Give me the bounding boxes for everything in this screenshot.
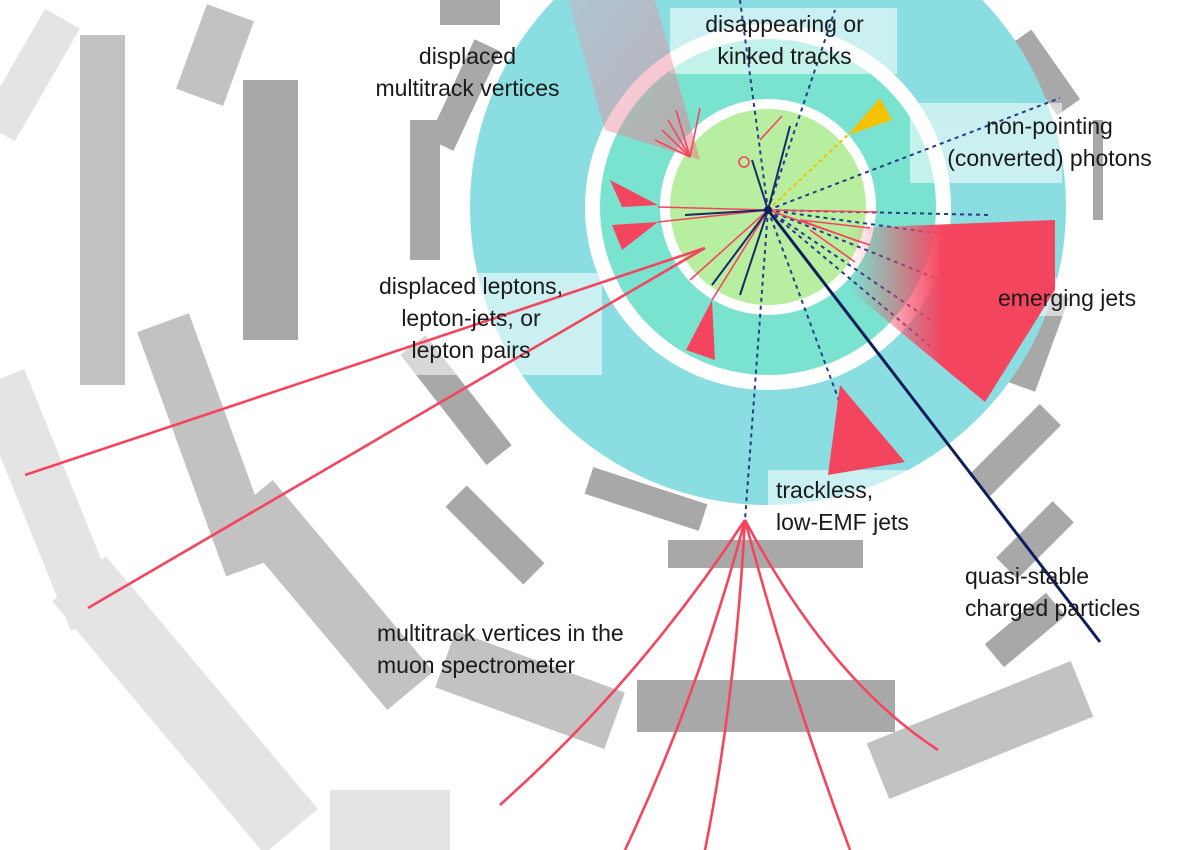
label-quasi-stable-particles: quasi-stable charged particles xyxy=(965,563,1141,621)
muon-chambers-outer xyxy=(0,8,450,850)
label-non-pointing-photons: non-pointing (converted) photons xyxy=(947,113,1152,171)
label-disappearing-tracks: disappearing or kinked tracks xyxy=(705,11,864,69)
muon-chambers-inner xyxy=(243,0,1103,732)
label-trackless-jets: trackless, low-EMF jets xyxy=(776,477,909,535)
label-backgrounds xyxy=(340,8,1145,540)
photon-wedge xyxy=(848,98,892,135)
muon-chambers xyxy=(80,4,1094,800)
displaced-vertex-wedge xyxy=(568,0,700,160)
label-displaced-leptons: displaced leptons, lepton-jets, or lepto… xyxy=(378,273,564,363)
emerging-jets-wedge xyxy=(850,220,1055,402)
trackless-jet-wedge xyxy=(828,385,905,475)
charged-tracks xyxy=(684,125,791,296)
displaced-lepton-tracks xyxy=(24,246,706,610)
label-displaced-multitrack-vertices: displaced multitrack vertices xyxy=(375,43,560,101)
quasi-stable-particle-track xyxy=(766,209,1102,643)
interaction-point xyxy=(764,206,772,214)
muon-vertex-tracks xyxy=(499,519,939,850)
photon-track xyxy=(767,132,851,211)
lepton-jet-wedges xyxy=(610,180,715,360)
label-muon-spectrometer-vertices: multitrack vertices in the muon spectrom… xyxy=(377,620,624,678)
label-emerging-jets: emerging jets xyxy=(998,285,1137,311)
